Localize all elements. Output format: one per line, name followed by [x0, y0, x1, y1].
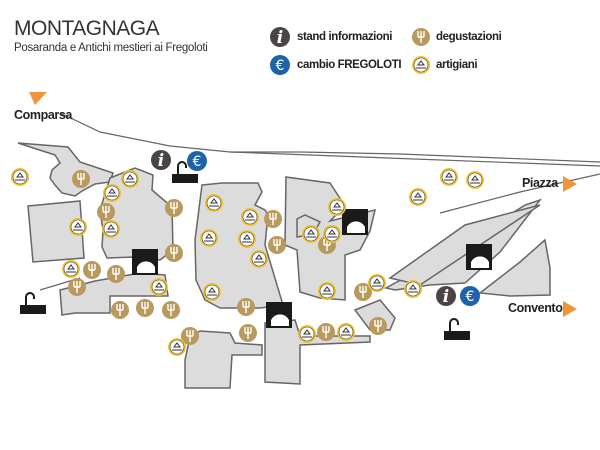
- passage-arch-icon: [266, 302, 292, 328]
- tasting-marker-icon: [68, 278, 86, 296]
- artisan-marker-icon: [200, 229, 218, 247]
- tasting-marker-icon: [239, 324, 257, 342]
- svg-text:i: i: [443, 287, 449, 307]
- passage-arch-icon: [342, 209, 368, 235]
- arrow-comparsa-icon: [29, 92, 47, 105]
- map-title: MONTAGNAGA: [14, 17, 160, 40]
- tasting-marker-icon: [369, 317, 387, 335]
- fountain-icon: [444, 318, 470, 340]
- artisan-marker-icon: [323, 225, 341, 243]
- artisan-marker-icon: [337, 323, 355, 341]
- tasting-marker-icon: [317, 323, 335, 341]
- map-subtitle: Posaranda e Antichi mestieri ai Fregolot…: [14, 42, 208, 54]
- artisan-marker-icon: [205, 194, 223, 212]
- svg-text:€: €: [193, 154, 202, 170]
- legend-euro-icon: €: [270, 55, 290, 75]
- artisan-marker-icon: [409, 188, 427, 206]
- artisan-marker-icon: [11, 168, 29, 186]
- svg-text:€: €: [276, 58, 285, 74]
- tasting-marker-icon: [264, 210, 282, 228]
- artisan-marker-icon: [302, 225, 320, 243]
- legend-info-label: stand informazioni: [297, 31, 393, 43]
- artisan-marker-icon: [103, 184, 121, 202]
- passage-arch-icon: [466, 244, 492, 270]
- artisan-marker-icon: [298, 325, 316, 343]
- passage-arch-icon: [132, 249, 158, 275]
- building-block: [59, 272, 169, 316]
- fountain-icon: [20, 292, 46, 314]
- artisan-marker-icon: [250, 250, 268, 268]
- building-block: [17, 142, 114, 197]
- tasting-marker-icon: [165, 199, 183, 217]
- street-line: [229, 151, 600, 167]
- tasting-marker-icon: [136, 299, 154, 317]
- tasting-marker-icon: [97, 203, 115, 221]
- place-comparsa[interactable]: Comparsa: [14, 108, 72, 122]
- tasting-marker-icon: [165, 244, 183, 262]
- legend-euro-label: cambio FREGOLOTI: [297, 59, 402, 71]
- arrow-convento-icon: [563, 301, 577, 317]
- place-piazza[interactable]: Piazza: [522, 176, 558, 190]
- artisan-marker-icon: [168, 338, 186, 356]
- tasting-marker-icon: [162, 301, 180, 319]
- building-block: [27, 200, 85, 263]
- artisan-marker-icon: [62, 260, 80, 278]
- artisan-marker-icon: [102, 220, 120, 238]
- building-block: [184, 330, 263, 389]
- tasting-marker-icon: [268, 236, 286, 254]
- tasting-marker-icon: [354, 283, 372, 301]
- tasting-marker-icon: [72, 170, 90, 188]
- legend-fork-label: degustazioni: [436, 31, 502, 43]
- street-line: [59, 112, 600, 163]
- artisan-marker-icon: [368, 274, 386, 292]
- exchange-point-icon: €: [460, 286, 480, 306]
- info-point-icon: i: [436, 286, 456, 307]
- info-point-icon: i: [151, 150, 171, 171]
- artisan-marker-icon: [150, 278, 168, 296]
- artisan-marker-icon: [238, 230, 256, 248]
- legend-artisan-icon: [412, 56, 430, 74]
- fountain-icon: [172, 161, 198, 183]
- artisan-marker-icon: [440, 168, 458, 186]
- svg-text:€: €: [466, 289, 475, 305]
- artisan-marker-icon: [466, 171, 484, 189]
- artisan-marker-icon: [121, 170, 139, 188]
- artisan-marker-icon: [328, 198, 346, 216]
- tasting-marker-icon: [111, 301, 129, 319]
- exchange-point-icon: €: [187, 151, 207, 171]
- place-convento[interactable]: Convento: [508, 301, 563, 315]
- artisan-marker-icon: [241, 208, 259, 226]
- legend-info-icon: i: [270, 27, 290, 48]
- tasting-marker-icon: [237, 298, 255, 316]
- legend-fork-icon: [412, 28, 430, 46]
- building-block: [478, 238, 551, 297]
- tasting-marker-icon: [107, 265, 125, 283]
- building-block: [194, 182, 284, 309]
- artisan-marker-icon: [404, 280, 422, 298]
- artisan-marker-icon: [69, 218, 87, 236]
- svg-text:i: i: [158, 151, 164, 171]
- legend-artisan-label: artigiani: [436, 59, 478, 71]
- street-line: [439, 173, 600, 214]
- tasting-marker-icon: [83, 261, 101, 279]
- artisan-marker-icon: [203, 283, 221, 301]
- arrow-piazza-icon: [563, 176, 577, 192]
- tasting-marker-icon: [181, 327, 199, 345]
- artisan-marker-icon: [318, 282, 336, 300]
- svg-text:i: i: [277, 28, 283, 48]
